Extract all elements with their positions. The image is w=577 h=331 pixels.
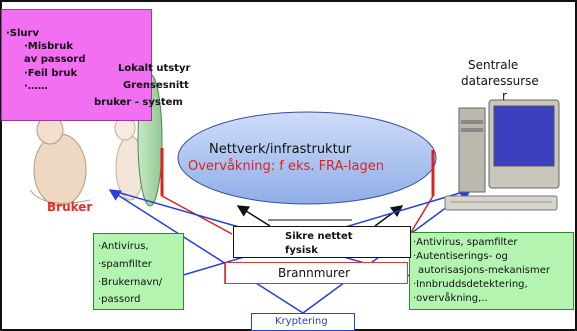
local-equipment-label: Lokalt utstyr xyxy=(118,63,191,74)
central-measure-2: ·Autentiserings- og xyxy=(413,251,508,262)
central-resources-line2: dataressurse xyxy=(461,74,539,88)
secure-network-line2: fysisk xyxy=(285,245,318,256)
surveillance-text: Overvåkning: f eks. FRA-lagen xyxy=(188,159,384,174)
local-measure-2: ·spamfilter xyxy=(98,259,152,270)
computer-illustration xyxy=(444,99,560,211)
user-label: Bruker xyxy=(47,200,93,214)
local-measures-box: ·Antivirus, ·spamfilter ·Brukernavn/ ·pa… xyxy=(93,233,184,310)
local-measure-4: ·passord xyxy=(98,294,141,305)
central-resources-line1: Sentrale xyxy=(468,58,519,72)
central-measure-3: autorisasjons-mekanismer xyxy=(418,265,550,276)
firewalls-label: Brannmurer xyxy=(278,266,351,280)
pink-line-5: ·…… xyxy=(24,81,48,92)
local-measure-1: ·Antivirus, xyxy=(98,241,149,252)
central-measure-5: ·overvåkning,.. xyxy=(413,293,488,304)
pink-line-3: av passord xyxy=(24,54,86,65)
pink-line-2: ·Misbruk xyxy=(24,41,73,52)
secure-network-box: Sikre nettet fysisk xyxy=(233,226,411,258)
user-figures-illustration xyxy=(29,115,145,207)
central-measure-1: ·Antivirus, spamfilter xyxy=(413,237,518,248)
central-measures-box: ·Antivirus, spamfilter ·Autentiserings- … xyxy=(409,232,574,310)
network-title: Nettverk/infrastruktur xyxy=(209,142,352,157)
local-measure-3: ·Brukernavn/ xyxy=(98,277,163,288)
pink-line-1: ·Slurv xyxy=(6,28,39,39)
user-errors-box: ·Slurv ·Misbruk av passord ·Feil bruk ·…… xyxy=(1,9,152,121)
pink-line-4: ·Feil bruk xyxy=(24,68,78,79)
user-system-label: bruker - system xyxy=(94,97,183,108)
secure-network-line1: Sikre nettet xyxy=(285,231,353,242)
encryption-label: Kryptering xyxy=(275,316,328,327)
encryption-box: Kryptering xyxy=(251,313,355,331)
central-measure-4: ·Innbruddsdetektering, xyxy=(413,279,528,290)
interface-label: Grensesnitt xyxy=(123,80,189,91)
central-resources-line3: r xyxy=(502,89,507,103)
firewalls-box: Brannmurer xyxy=(225,262,408,284)
network-ellipse xyxy=(177,111,437,205)
